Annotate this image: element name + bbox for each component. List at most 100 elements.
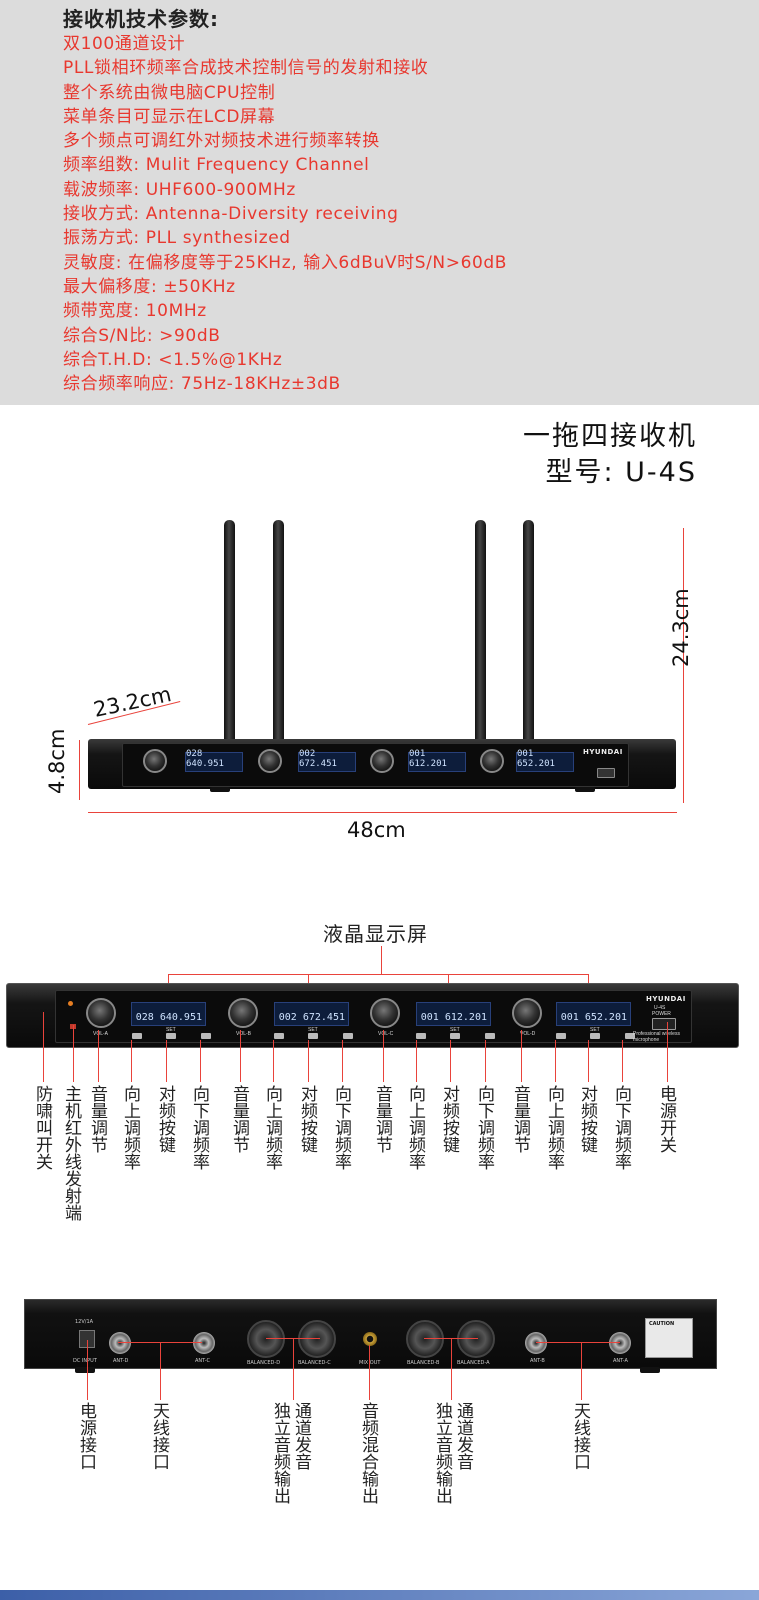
pro-label: Professional wireless microphone: [633, 1031, 680, 1043]
body-height-label: 4.8cm: [45, 728, 69, 794]
down-button[interactable]: [485, 1033, 495, 1039]
front-panel: VOL-A 028 640.951 SET VOL-B 002 672.451 …: [55, 990, 692, 1043]
width-label: 48cm: [347, 818, 406, 842]
volume-knob[interactable]: [480, 749, 504, 773]
callout-volume: 音量调节: [229, 1085, 249, 1153]
xlr-output[interactable]: [247, 1320, 285, 1358]
leader-line: [131, 1040, 132, 1082]
rear-label: ANT-D: [113, 1358, 129, 1364]
antenna: [224, 520, 235, 750]
rear-panel: 12V/1A DC INPUT ANT-D ANT-C BALANCED-D B…: [24, 1299, 717, 1369]
antenna: [273, 520, 284, 750]
width-dimension-line: [88, 812, 677, 813]
vol-label: VOL-C: [378, 1031, 394, 1037]
product-name: 一拖四接收机: [523, 421, 697, 452]
antenna: [523, 520, 534, 750]
brand-logo: HYUNDAI: [646, 995, 686, 1003]
rear-label: ANT-A: [613, 1358, 628, 1364]
spec-line: 双100通道设计: [63, 34, 186, 54]
up-button[interactable]: [132, 1033, 142, 1039]
product-model: 型号: U-4S: [545, 457, 697, 488]
spec-line: 频带宽度: 10MHz: [63, 301, 207, 322]
set-label: SET: [308, 1027, 318, 1033]
set-button[interactable]: [166, 1033, 176, 1039]
down-button[interactable]: [201, 1033, 211, 1039]
up-button[interactable]: [416, 1033, 426, 1039]
volume-knob[interactable]: [228, 998, 258, 1028]
set-button[interactable]: [590, 1033, 600, 1039]
antenna-connector[interactable]: [525, 1332, 547, 1354]
xlr-output[interactable]: [406, 1320, 444, 1358]
leader-line: [450, 1040, 451, 1082]
leader-line: [273, 1040, 274, 1082]
volume-knob[interactable]: [370, 749, 394, 773]
up-button[interactable]: [274, 1033, 284, 1039]
spec-line: 接收方式: Antenna-Diversity receiving: [63, 204, 399, 225]
volume-knob[interactable]: [143, 749, 167, 773]
set-label: SET: [450, 1027, 460, 1033]
lcd-display: 001 652.201: [516, 749, 574, 772]
rear-label: ANT-C: [195, 1358, 211, 1364]
spec-line: 综合频率响应: 75Hz-18KHz±3dB: [63, 374, 341, 395]
callout-power-switch: 电源开关: [656, 1085, 676, 1153]
callout-freq-up: 向上调频率: [120, 1085, 140, 1170]
leader-line: [160, 1342, 161, 1400]
rear-label: BALANCED-D: [247, 1360, 281, 1366]
leader-line: [98, 1030, 99, 1082]
callout-channel-output: 通道发音: [453, 1402, 473, 1470]
vol-label: VOL-D: [520, 1031, 536, 1037]
antenna-connector[interactable]: [193, 1332, 215, 1354]
callout-freq-up: 向上调频率: [262, 1085, 282, 1170]
depth-label: 23.2cm: [91, 682, 174, 722]
leader-line: [536, 1342, 620, 1343]
xlr-output[interactable]: [457, 1320, 495, 1358]
leader-line: [168, 974, 588, 975]
callout-volume: 音量调节: [87, 1085, 107, 1153]
leader-line: [451, 1338, 452, 1400]
set-button[interactable]: [308, 1033, 318, 1039]
device-foot: [210, 787, 230, 792]
lcd-display: 028 640.951: [185, 749, 243, 772]
power-switch[interactable]: [597, 768, 615, 778]
leader-line: [381, 946, 382, 974]
spec-line: 最大偏移度: ±50KHz: [63, 276, 236, 297]
model-label: U-4S: [654, 1005, 666, 1011]
height-total-label: 24.3cm: [669, 588, 693, 667]
leader-line: [383, 1030, 384, 1082]
power-switch[interactable]: [652, 1018, 676, 1030]
leader-line: [667, 1022, 668, 1082]
up-button[interactable]: [556, 1033, 566, 1039]
down-button[interactable]: [625, 1033, 635, 1039]
lcd-display: 001 652.201: [556, 1002, 631, 1026]
leader-line: [622, 1040, 623, 1082]
indicator-led: [68, 1001, 73, 1006]
spec-panel: 接收机技术参数: 双100通道设计 PLL锁相环频率合成技术控制信号的发射和接收…: [0, 0, 759, 405]
set-label: SET: [590, 1027, 600, 1033]
callout-infrared-emitter: 主机红外线发射端: [61, 1085, 81, 1221]
down-button[interactable]: [343, 1033, 353, 1039]
volume-knob[interactable]: [86, 998, 116, 1028]
volume-knob[interactable]: [512, 998, 542, 1028]
lcd-caption: 液晶显示屏: [323, 922, 428, 946]
set-label: SET: [166, 1027, 176, 1033]
callout-channel-output: 通道发音: [291, 1402, 311, 1470]
xlr-output[interactable]: [298, 1320, 336, 1358]
device-foot: [75, 1367, 95, 1373]
volume-knob[interactable]: [370, 998, 400, 1028]
lcd-display: 002 672.451: [298, 749, 356, 772]
leader-line: [485, 1040, 486, 1082]
callout-mix-output: 音频混合输出: [358, 1402, 378, 1504]
volume-knob[interactable]: [258, 749, 282, 773]
callout-anti-howling-switch: 防啸叫开关: [32, 1085, 52, 1170]
bottom-decoration-strip: [0, 1590, 759, 1600]
leader-line: [87, 1340, 88, 1400]
set-button[interactable]: [450, 1033, 460, 1039]
antenna-connector[interactable]: [609, 1332, 631, 1354]
spec-line: 灵敏度: 在偏移度等于25KHz, 输入6dBuV时S/N>60dB: [63, 252, 508, 273]
lcd-display: 001 612.201: [408, 749, 466, 772]
antenna-connector[interactable]: [109, 1332, 131, 1354]
receiver-unit-front: VOL-A 028 640.951 SET VOL-B 002 672.451 …: [6, 983, 739, 1048]
rear-label: DC INPUT: [73, 1358, 97, 1364]
spec-line: 菜单条目可显示在LCD屏幕: [63, 106, 276, 127]
mix-out-jack[interactable]: [363, 1332, 377, 1346]
